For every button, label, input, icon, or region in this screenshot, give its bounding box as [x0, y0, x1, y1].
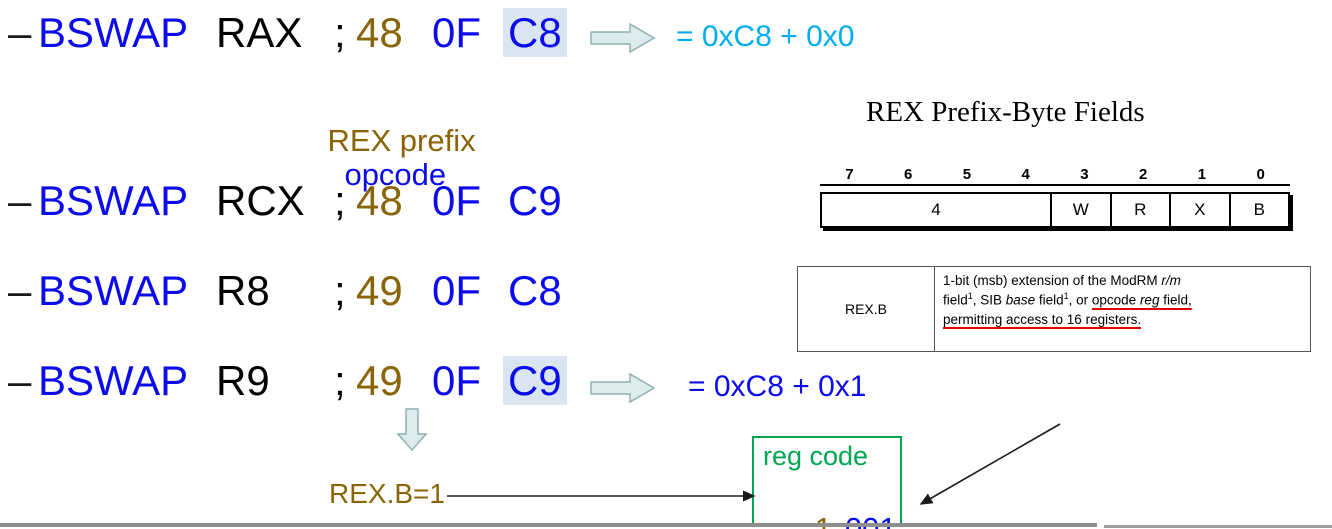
operand-register: RAX [216, 9, 303, 56]
rex-prefix-byte: 49 [356, 267, 403, 314]
bit-number-2: 2 [1138, 166, 1148, 183]
bit-number-5: 5 [962, 166, 972, 183]
down-arrow-icon [396, 408, 428, 452]
opcode-reg-byte: C8 [508, 267, 562, 314]
red-underlined-phrase: opcode reg field, [1091, 292, 1192, 308]
rexb-value-label: REX.B=1 [329, 478, 445, 509]
rex-prefix-byte: 49 [356, 357, 403, 404]
rexb-description-table: REX.B 1-bit (msb) extension of the ModRM… [797, 266, 1311, 352]
rexb-description-cell: 1-bit (msb) extension of the ModRM r/m f… [935, 267, 1310, 351]
bit-number-ruler: 7 6 5 4 3 2 1 0 [820, 166, 1290, 186]
rexb-desc-line-1: 1-bit (msb) extension of the ModRM r/m [943, 273, 1181, 288]
block-arrow-right-top [590, 22, 656, 54]
rex-fields-title: REX Prefix-Byte Fields [866, 96, 1145, 128]
bit-number-4: 4 [1021, 166, 1030, 183]
byte-role-labels: REX prefix opcode [293, 90, 476, 226]
opcode-reg-byte-highlighted: C8 [503, 8, 567, 57]
bullet-dash: – [8, 267, 32, 314]
opcode-reg-byte-highlighted: C9 [503, 356, 567, 405]
bullet-dash: – [8, 177, 32, 224]
opcode-byte: 0F [432, 177, 482, 224]
rexb-desc-line-3: permitting access to 16 registers. [943, 310, 1302, 329]
instruction-line-bswap-rax: – BSWAP RAX ; 48 0F C8 [8, 8, 584, 57]
formula-top: = 0xC8 + 0x0 [676, 20, 855, 53]
rex-high-nibble-cell: 4 [822, 194, 1052, 226]
formula-bottom: = 0xC8 + 0x1 [688, 370, 867, 403]
rex-flag-cell-r: R [1112, 194, 1171, 226]
reg-code-label: reg code [763, 441, 869, 471]
instruction-line-bswap-r9: – BSWAP R9 ; 49 0F C9 [8, 356, 584, 405]
red-underlined-phrase: permitting access to 16 registers. [943, 311, 1142, 327]
comment-semicolon: ; [334, 267, 346, 314]
bullet-dash: – [8, 9, 32, 56]
mnemonic: BSWAP [38, 177, 189, 224]
block-arrow-down [396, 408, 428, 452]
italic-base: base [1005, 292, 1036, 308]
operand-register: R8 [216, 267, 270, 314]
italic-reg: reg [1139, 292, 1160, 308]
instruction-line-bswap-r8: – BSWAP R8 ; 49 0F C8 [8, 268, 584, 314]
comment-semicolon: ; [334, 177, 346, 224]
opcode-reg-byte: C9 [508, 177, 562, 224]
mnemonic: BSWAP [38, 357, 189, 404]
bit-number-1: 1 [1197, 166, 1207, 183]
operand-register: RCX [216, 177, 305, 224]
opcode-byte: 0F [432, 9, 482, 56]
bit-number-3: 3 [1080, 166, 1089, 183]
bottom-frame-line-left [0, 523, 1097, 527]
bullet-dash: – [8, 357, 32, 404]
instruction-line-bswap-rcx: – BSWAP RCX ; 48 0F C9 [8, 178, 584, 224]
rex-byte-field-box: 4 W R X B [820, 192, 1290, 228]
rex-prefix-byte: 48 [356, 177, 403, 224]
rex-prefix-label: REX prefix [327, 123, 476, 158]
rex-flag-cell-b: B [1253, 200, 1265, 219]
bit-number-0: 0 [1256, 166, 1265, 183]
mnemonic: BSWAP [38, 9, 189, 56]
bit-number-7: 7 [845, 166, 854, 183]
opcode-byte: 0F [432, 357, 482, 404]
footnote-sup: 1 [1063, 291, 1069, 302]
mnemonic: BSWAP [38, 267, 189, 314]
bit-number-6: 6 [903, 166, 913, 183]
footnote-sup: 1 [967, 291, 973, 302]
bottom-frame-line-right [1104, 525, 1332, 528]
opcode-byte: 0F [432, 267, 482, 314]
right-arrow-icon [590, 372, 656, 404]
operand-register: R9 [216, 357, 270, 404]
formula-to-bits-arrow [919, 423, 1061, 505]
rex-prefix-byte: 48 [356, 9, 403, 56]
right-arrow-icon [590, 22, 656, 54]
comment-semicolon: ; [334, 357, 346, 404]
rex-flag-cell-w: W [1052, 194, 1112, 226]
italic-rm: r/m [1161, 273, 1181, 288]
comment-semicolon: ; [334, 9, 346, 56]
rexb-desc-line-2: field1, SIB base field1, or opcode reg f… [943, 291, 1192, 308]
rexb-field-name-cell: REX.B [798, 267, 935, 351]
block-arrow-right-bottom [590, 372, 656, 404]
rex-flag-cell-x: X [1171, 194, 1231, 226]
opcode-label: opcode [344, 157, 447, 192]
